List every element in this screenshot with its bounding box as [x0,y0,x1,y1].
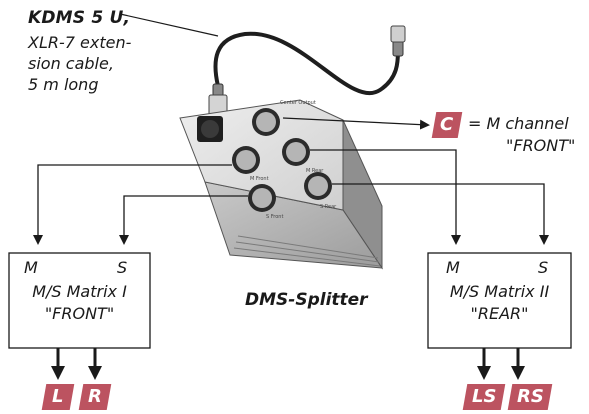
socket-s-front [248,184,276,212]
matrix-rear-subtitle: "REAR" [470,304,529,323]
matrix-rear-title: M/S Matrix II [449,282,550,301]
center-output-line2: "FRONT" [506,136,576,155]
matrix-rear-s-label: S [538,258,549,277]
center-output-line1: = M channel [468,114,569,133]
panel-label-s-front: S Front [266,214,283,220]
center-output-description: = M channel "FRONT" [468,113,575,157]
xlr-connector-free [390,25,406,57]
splitter-label: DMS-Splitter [245,290,368,310]
panel-label-center-output: Center Output [280,100,316,106]
matrix-rear-box [427,252,572,349]
arrow-s-rear [332,183,549,245]
socket-m-rear [282,138,310,166]
cable-title: KDMS 5 U, [28,8,131,28]
arrow-m-rear [310,149,461,245]
socket-m-front [232,146,260,174]
xlr-cable [213,31,400,95]
socket-input [197,116,223,142]
arrow-m-front [33,164,232,245]
panel-label-m-front: M Front [250,176,269,182]
arrow-center-output [282,117,430,130]
matrix-front-title: M/S Matrix I [32,282,127,301]
matrix-front-s-label: S [117,258,128,277]
badge-output-l: L [41,384,75,410]
matrix-front-m-label: M [24,258,38,277]
badge-output-rs: RS [507,384,553,410]
matrix-front-box [8,252,151,349]
panel-label-m-rear: M Rear [306,168,324,174]
splitter-box: Center Output M Front M Rear S Front S R… [179,99,383,270]
badge-c: C [431,112,463,138]
panel-label-s-rear: S Rear [320,204,337,210]
socket-s-rear [304,172,332,200]
cable-label-leader [119,13,219,37]
arrow-s-front [119,195,248,245]
matrix-front-subtitle: "FRONT" [44,304,115,323]
cable-description: XLR-7 exten- sion cable, 5 m long [28,33,132,94]
badge-output-r: R [78,384,112,410]
badge-output-ls: LS [462,384,506,410]
socket-center-output [252,108,280,136]
matrix-rear-m-label: M [446,258,460,277]
